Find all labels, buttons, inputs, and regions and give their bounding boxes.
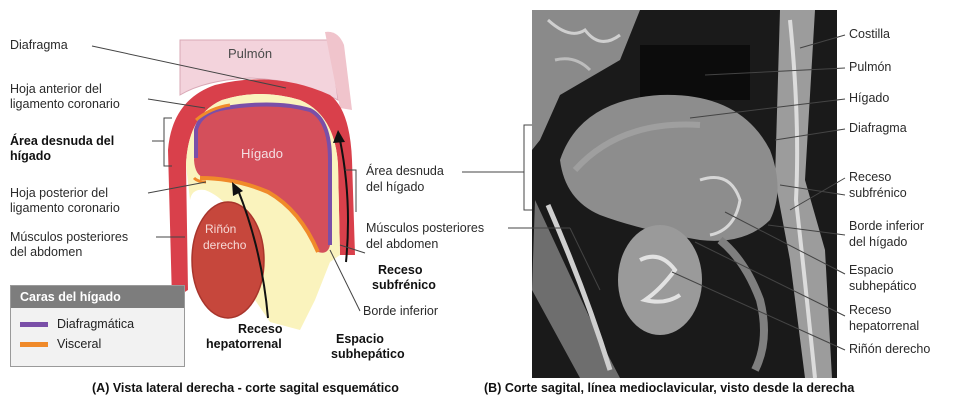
subphrenic-label-line1: Receso [378, 263, 422, 278]
bare-area-right-label-line1: Área desnuda [366, 164, 444, 179]
mri-subphrenic-label-line2: subfrénico [849, 186, 907, 201]
liver-label: Hígado [241, 146, 283, 161]
anterior-leaf-label-line1: Hoja anterior del [10, 82, 102, 97]
mri-kidney-label: Riñón derecho [849, 342, 930, 357]
muscles-right-label-line1: Músculos posteriores [366, 221, 484, 236]
diaphragm-label-a: Diafragma [10, 38, 68, 53]
muscles-label-line2: del abdomen [10, 245, 82, 260]
caption-b: (B) Corte sagital, línea medioclavicular… [484, 381, 854, 395]
posterior-leaf-label-line1: Hoja posterior del [10, 186, 108, 201]
subhepatic-label-line2: subhepático [331, 347, 405, 362]
bare-area-label-line1: Área desnuda del [10, 134, 114, 149]
legend-swatch-visceral [20, 342, 48, 347]
inferior-border-label: Borde inferior [363, 304, 438, 319]
anterior-leaf-label-line2: ligamento coronario [10, 97, 120, 112]
kidney-shape [192, 202, 264, 318]
legend-box: Caras del hígado Diafragmática Visceral [10, 285, 185, 367]
hepatorenal-label-line1: Receso [238, 322, 282, 337]
mri-subhepatic-label-line1: Espacio [849, 263, 893, 278]
mri-hepatorenal-label-line2: hepatorrenal [849, 319, 919, 334]
legend-title: Caras del hígado [11, 286, 184, 308]
legend-item-visceral: Visceral [11, 334, 184, 354]
mri-hepatorenal-label-line1: Receso [849, 303, 891, 318]
muscles-right-label-line2: del abdomen [366, 237, 438, 252]
caption-a: (A) Vista lateral derecha - corte sagita… [92, 381, 399, 395]
hepatorenal-label-line2: hepatorrenal [206, 337, 282, 352]
kidney-label-line1: Riñón [205, 222, 236, 237]
posterior-leaf-label-line2: ligamento coronario [10, 201, 120, 216]
mri-image [532, 10, 837, 378]
subhepatic-label-line1: Espacio [336, 332, 384, 347]
bare-area-label-line2: hígado [10, 149, 51, 164]
kidney-label-line2: derecho [203, 238, 246, 253]
mri-diaphragm-label: Diafragma [849, 121, 907, 136]
mri-subhepatic-label-line2: subhepático [849, 279, 916, 294]
mri-inferior-border-label-line1: Borde inferior [849, 219, 924, 234]
mri-rib-label: Costilla [849, 27, 890, 42]
mri-inferior-border-label-line2: del hígado [849, 235, 907, 250]
legend-label-diaphragmatic: Diafragmática [57, 317, 134, 331]
mri-subphrenic-label-line1: Receso [849, 170, 891, 185]
legend-label-visceral: Visceral [57, 337, 101, 351]
subphrenic-label-line2: subfrénico [372, 278, 436, 293]
mri-lung-label: Pulmón [849, 60, 891, 75]
muscles-label-line1: Músculos posteriores [10, 230, 128, 245]
bare-area-right-label-line2: del hígado [366, 180, 424, 195]
legend-swatch-diaphragmatic [20, 322, 48, 327]
legend-item-diaphragmatic: Diafragmática [11, 314, 184, 334]
lung-label: Pulmón [228, 46, 272, 61]
mri-liver-label: Hígado [849, 91, 889, 106]
